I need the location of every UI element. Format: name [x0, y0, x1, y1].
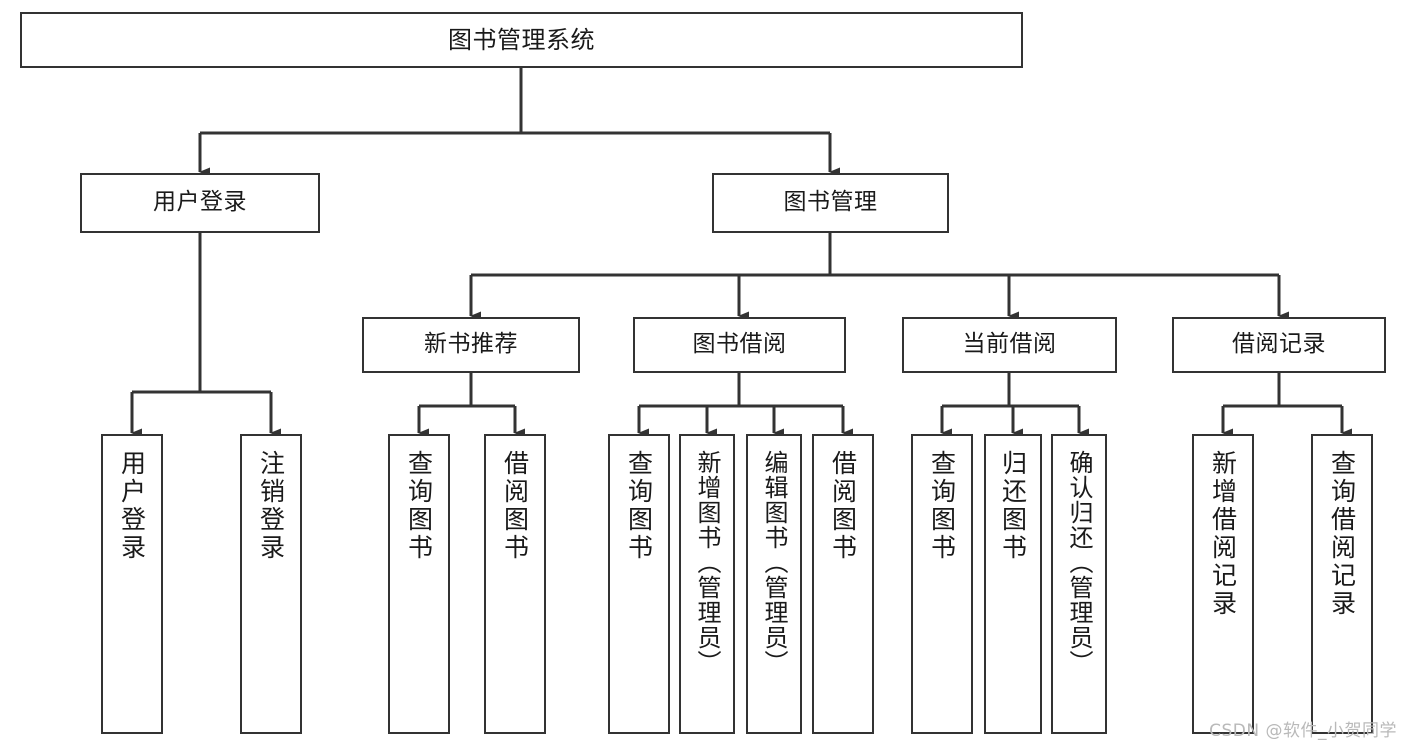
node-label: 借阅记录 — [1232, 331, 1326, 358]
node-label: 查询图书 — [927, 450, 957, 562]
node-leaf-add-record[interactable]: 新增借阅记录 — [1192, 434, 1254, 734]
node-borrow-record[interactable]: 借阅记录 — [1172, 317, 1386, 373]
node-label: 图书借阅 — [692, 331, 787, 358]
node-leaf-logout[interactable]: 注销登录 — [240, 434, 302, 734]
node-new-book-recommend[interactable]: 新书推荐 — [362, 317, 580, 373]
node-label: 编辑图书（管理员） — [760, 450, 788, 675]
node-leaf-query-book-1[interactable]: 查询图书 — [388, 434, 450, 734]
node-leaf-confirm-return[interactable]: 确认归还（管理员） — [1051, 434, 1107, 734]
node-user-login[interactable]: 用户登录 — [80, 173, 320, 233]
node-leaf-query-book-3[interactable]: 查询图书 — [911, 434, 973, 734]
node-current-borrow[interactable]: 当前借阅 — [902, 317, 1117, 373]
node-leaf-borrow-book-1[interactable]: 借阅图书 — [484, 434, 546, 734]
node-label: 查询图书 — [404, 450, 434, 562]
connector-lines — [130, 68, 1352, 438]
node-book-borrow[interactable]: 图书借阅 — [633, 317, 846, 373]
node-leaf-query-record[interactable]: 查询借阅记录 — [1311, 434, 1373, 734]
node-label: 新书推荐 — [424, 331, 518, 358]
node-label: 图书管理 — [783, 189, 878, 216]
node-label: 用户登录 — [153, 189, 247, 216]
node-leaf-borrow-book-2[interactable]: 借阅图书 — [812, 434, 874, 734]
node-book-manage[interactable]: 图书管理 — [712, 173, 949, 233]
node-leaf-user-login[interactable]: 用户登录 — [101, 434, 163, 734]
node-leaf-add-book[interactable]: 新增图书（管理员） — [679, 434, 735, 734]
node-label: 注销登录 — [256, 450, 286, 562]
node-root-book-management-system[interactable]: 图书管理系统 — [20, 12, 1023, 68]
node-label: 归还图书 — [998, 450, 1028, 562]
node-label: 借阅图书 — [828, 450, 858, 562]
node-leaf-return-book[interactable]: 归还图书 — [984, 434, 1042, 734]
node-label: 借阅图书 — [500, 450, 530, 562]
node-label: 新增借阅记录 — [1208, 450, 1238, 618]
node-label: 确认归还（管理员） — [1065, 450, 1093, 675]
node-label: 查询图书 — [624, 450, 654, 562]
node-label: 当前借阅 — [962, 331, 1057, 358]
node-leaf-query-book-2[interactable]: 查询图书 — [608, 434, 670, 734]
node-label: 图书管理系统 — [448, 25, 595, 54]
node-label: 新增图书（管理员） — [693, 450, 721, 675]
node-leaf-edit-book[interactable]: 编辑图书（管理员） — [746, 434, 802, 734]
node-label: 查询借阅记录 — [1327, 450, 1357, 618]
node-label: 用户登录 — [117, 450, 147, 562]
csdn-watermark: CSDN @软件_小贺同学 — [1209, 721, 1397, 741]
